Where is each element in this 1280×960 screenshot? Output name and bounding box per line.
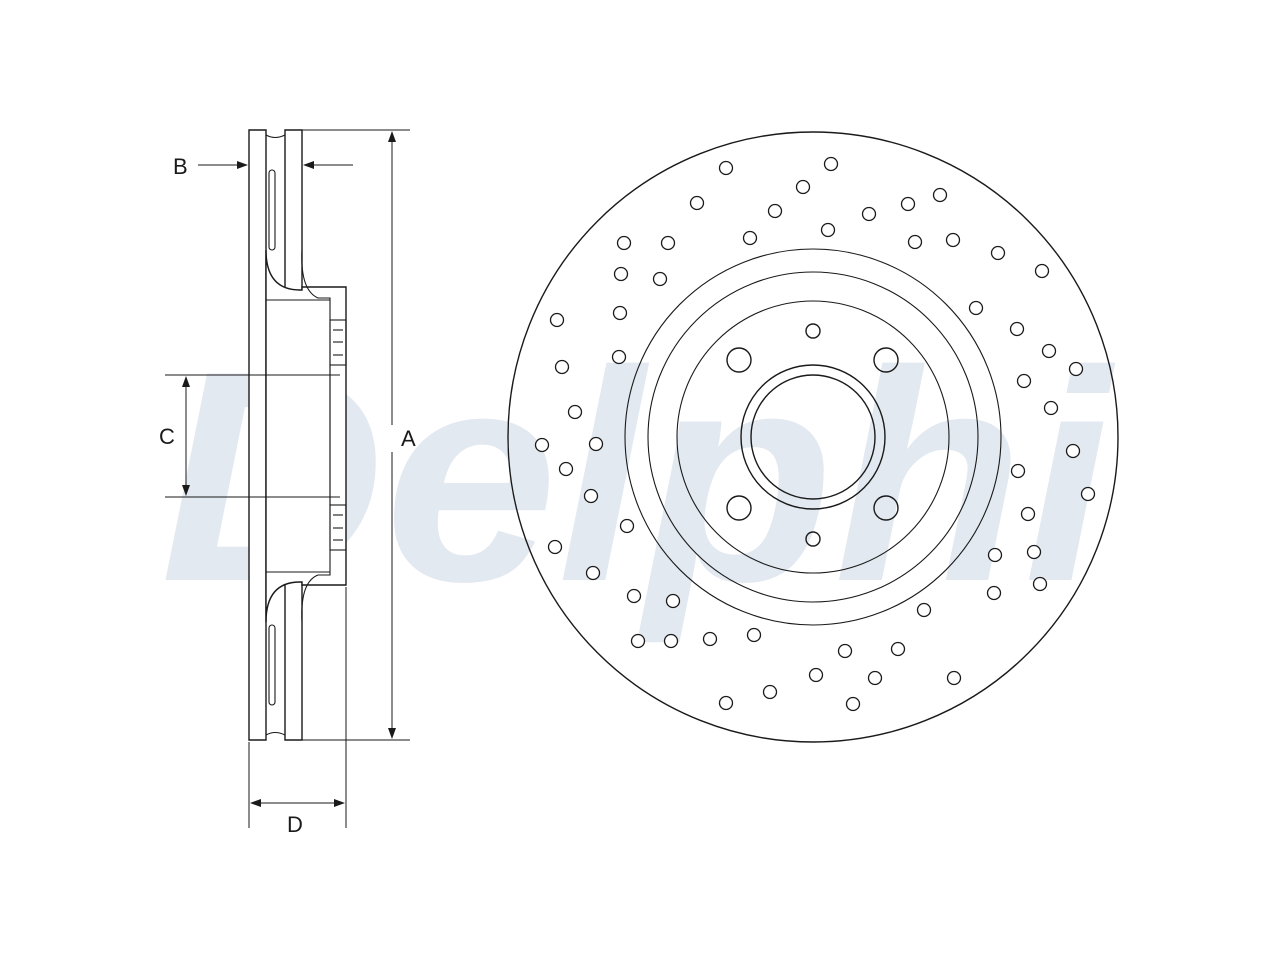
drill-hole	[588, 436, 604, 452]
drill-hole	[665, 593, 681, 609]
drill-hole	[1034, 263, 1050, 279]
drill-hole	[861, 206, 877, 222]
drill-hole	[554, 359, 570, 375]
drill-hole	[808, 667, 824, 683]
bolt-section-bottom	[329, 504, 347, 551]
drill-hole	[945, 232, 961, 248]
drill-hole	[1020, 506, 1036, 522]
drill-hole	[718, 160, 734, 176]
bolt-hole-bottom-left	[726, 495, 752, 521]
drill-hole	[613, 266, 629, 282]
bolt-section-top	[329, 319, 347, 366]
drill-hole	[660, 235, 676, 251]
drill-hole	[1043, 400, 1059, 416]
drill-hole	[986, 585, 1002, 601]
drill-hole	[1010, 463, 1026, 479]
drill-hole	[1016, 373, 1032, 389]
drill-hole	[916, 602, 932, 618]
locating-hole-bottom	[805, 531, 821, 547]
drill-hole	[547, 539, 563, 555]
drill-hole	[583, 488, 599, 504]
drill-hole	[742, 230, 758, 246]
disc-side-view	[248, 129, 347, 741]
drill-hole	[1032, 576, 1048, 592]
bolt-hole-bottom-right	[873, 495, 899, 521]
drill-hole	[612, 305, 628, 321]
drill-hole	[845, 696, 861, 712]
drill-hole	[987, 547, 1003, 563]
drill-hole	[946, 670, 962, 686]
hub-hat	[265, 249, 347, 623]
bolt-hole-top-right	[873, 347, 899, 373]
drill-hole	[823, 156, 839, 172]
locating-hole-top	[805, 323, 821, 339]
dimension-d: D	[248, 587, 347, 837]
disc-friction-inner-edge	[624, 248, 1002, 626]
drill-hole	[968, 300, 984, 316]
dimension-label-b: B	[173, 154, 188, 179]
drill-hole	[718, 695, 734, 711]
drill-hole	[746, 627, 762, 643]
drill-hole	[611, 349, 627, 365]
drill-hole	[702, 631, 718, 647]
hat-inner-ring	[676, 300, 950, 574]
bolt-hole-top-left	[726, 347, 752, 373]
drill-hole	[767, 203, 783, 219]
drill-hole	[762, 684, 778, 700]
drill-hole	[689, 195, 705, 211]
drill-hole	[567, 404, 583, 420]
drill-hole	[795, 179, 811, 195]
drill-hole	[626, 588, 642, 604]
drill-hole	[619, 518, 635, 534]
drill-hole	[867, 670, 883, 686]
drill-hole	[663, 633, 679, 649]
outer-plate-left	[248, 129, 267, 741]
drill-hole	[900, 196, 916, 212]
drill-hole	[558, 461, 574, 477]
drill-hole	[616, 235, 632, 251]
center-bore-outer	[740, 364, 886, 510]
drill-hole	[1065, 443, 1081, 459]
drill-hole	[837, 643, 853, 659]
hat-outer-ring	[647, 271, 979, 603]
drill-hole	[907, 234, 923, 250]
dimension-label-d: D	[287, 812, 303, 837]
center-bore-inner	[750, 374, 876, 500]
disc-outer-edge	[507, 131, 1119, 743]
vane-slot-bottom	[268, 624, 276, 706]
disc-front-view	[507, 131, 1119, 743]
vane-channel	[265, 134, 286, 736]
dimension-label-a: A	[401, 426, 416, 451]
drill-hole	[1080, 486, 1096, 502]
drill-hole	[652, 271, 668, 287]
dimension-b: B	[173, 154, 353, 179]
dimension-c: C	[159, 374, 340, 498]
cross-drilled-holes	[534, 156, 1096, 712]
drill-hole	[890, 641, 906, 657]
dimension-a: A	[302, 129, 416, 741]
drill-hole	[1041, 343, 1057, 359]
vane-slot-top	[268, 169, 276, 251]
drill-hole	[1068, 361, 1084, 377]
dimension-label-c: C	[159, 424, 175, 449]
drill-hole	[549, 312, 565, 328]
drill-hole	[990, 245, 1006, 261]
drill-hole	[630, 633, 646, 649]
drill-hole	[534, 437, 550, 453]
drill-hole	[1009, 321, 1025, 337]
drill-hole	[1026, 544, 1042, 560]
drill-hole	[820, 222, 836, 238]
drill-hole	[585, 565, 601, 581]
drill-hole	[932, 187, 948, 203]
